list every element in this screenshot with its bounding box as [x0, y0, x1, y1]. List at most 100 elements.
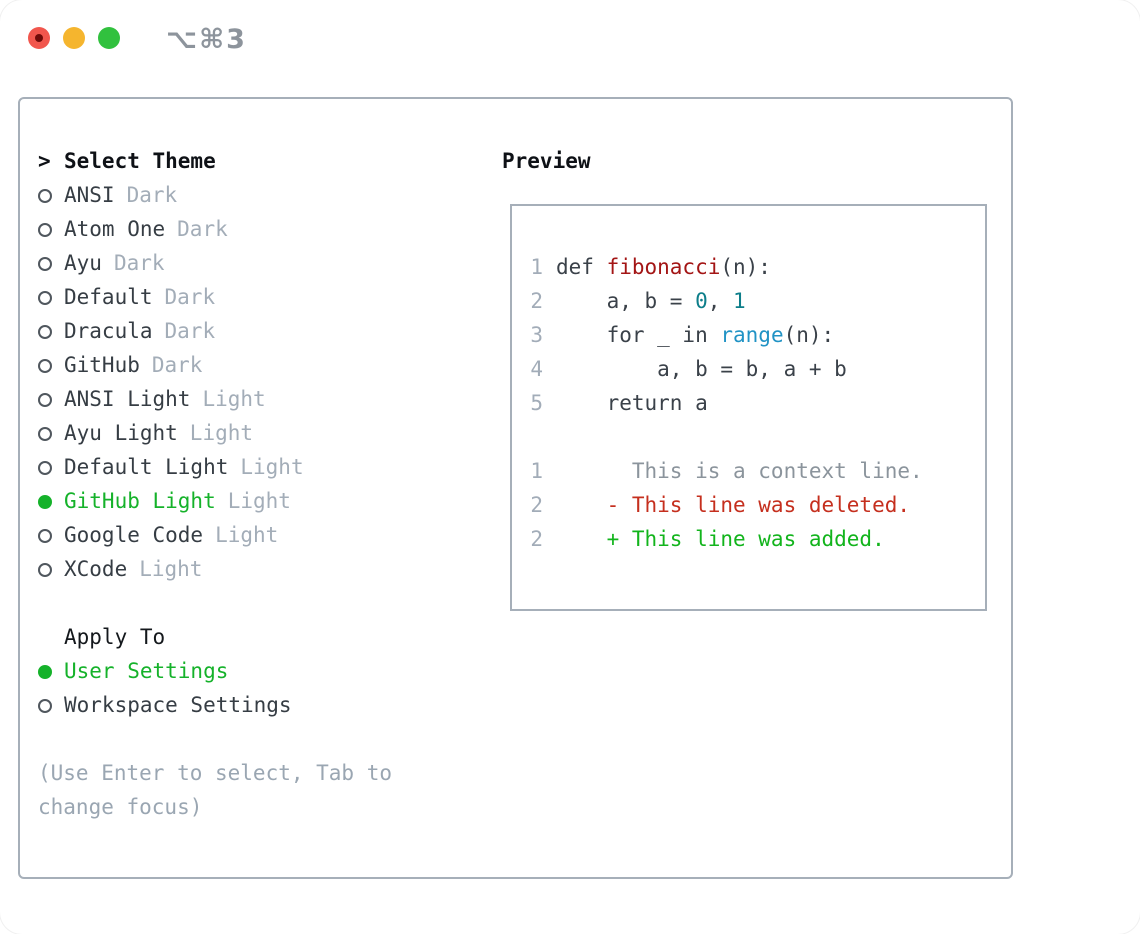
line-number: 3 [530, 323, 543, 347]
theme-variant: Dark [164, 285, 216, 309]
theme-item-default[interactable]: Default Dark [38, 280, 406, 314]
select-theme-header: > Select Theme [38, 144, 406, 178]
code-token: fibonacci [606, 255, 721, 279]
radio-icon [38, 280, 64, 314]
radio-icon [38, 450, 64, 484]
theme-item-google-code[interactable]: Google Code Light [38, 518, 406, 552]
code-line: 2 a, b = 0, 1 [530, 284, 971, 318]
code-token: This is a context line. [556, 459, 923, 483]
theme-item-xcode[interactable]: XCode Light [38, 552, 406, 586]
theme-name: ANSI Light [64, 387, 191, 411]
prompt-icon: > [38, 149, 51, 173]
apply-option-user-settings[interactable]: User Settings [38, 654, 406, 688]
apply-option-label: User Settings [64, 659, 229, 683]
radio-icon [38, 382, 64, 416]
radio-icon [38, 348, 64, 382]
theme-item-ayu[interactable]: Ayu Dark [38, 246, 406, 280]
theme-item-ansi-light[interactable]: ANSI Light Light [38, 382, 406, 416]
radio-icon [38, 178, 64, 212]
maximize-button[interactable] [98, 27, 120, 49]
line-number: 1 [530, 459, 543, 483]
code-token: for _ in [556, 323, 721, 347]
radio-selected-icon [38, 654, 64, 688]
theme-name: XCode [64, 557, 128, 581]
radio-icon [38, 688, 64, 722]
select-theme-title: Select Theme [64, 149, 216, 173]
code-token: def [556, 255, 607, 279]
theme-variant: Dark [113, 251, 165, 275]
theme-variant: Light [227, 489, 291, 513]
hint-text: (Use Enter to select, Tab to change focu… [38, 761, 393, 819]
theme-name: Default [64, 285, 153, 309]
theme-variant: Dark [151, 353, 203, 377]
theme-variant: Light [139, 557, 203, 581]
minimize-button[interactable] [63, 27, 85, 49]
apply-to-title: Apply To [64, 625, 166, 649]
close-button-dot [35, 34, 43, 42]
theme-variant: Light [202, 387, 266, 411]
theme-item-github-light[interactable]: GitHub Light Light [38, 484, 406, 518]
code-token: range [720, 323, 784, 347]
theme-variant: Light [240, 455, 304, 479]
theme-name: Google Code [64, 523, 204, 547]
theme-name: Dracula [64, 319, 153, 343]
theme-name: GitHub [64, 353, 140, 377]
theme-name: Ayu Light [64, 421, 178, 445]
radio-icon [38, 518, 64, 552]
preview-title: Preview [502, 149, 591, 173]
theme-variant: Dark [177, 217, 228, 241]
spacer [38, 722, 406, 756]
apply-option-workspace-settings[interactable]: Workspace Settings [38, 688, 406, 722]
window-shortcut-label: ⌥⌘3 [166, 24, 247, 55]
theme-name: Atom One [64, 217, 166, 241]
titlebar: ⌥⌘3 [0, 0, 1140, 97]
radio-icon [38, 416, 64, 450]
radio-icon [38, 212, 64, 246]
code-token: return a [556, 391, 708, 415]
apply-option-label: Workspace Settings [64, 693, 292, 717]
code-token: - This line was deleted. [556, 493, 911, 517]
theme-variant: Light [215, 523, 279, 547]
line-number: 4 [530, 357, 543, 381]
radio-icon [38, 314, 64, 348]
code-line: 5 return a [530, 386, 971, 420]
apply-to-header: Apply To [38, 620, 406, 654]
radio-icon [38, 552, 64, 586]
code-token: (n): [720, 255, 771, 279]
code-line: 1 This is a context line. [530, 454, 971, 488]
spacer [38, 586, 406, 620]
theme-variant: Dark [126, 183, 178, 207]
code-token: a, b = [556, 289, 696, 313]
code-line: 3 for _ in range(n): [530, 318, 971, 352]
theme-item-default-light[interactable]: Default Light Light [38, 450, 406, 484]
theme-name: ANSI [64, 183, 115, 207]
code-line: 4 a, b = b, a + b [530, 352, 971, 386]
code-token: + This line was added. [556, 527, 885, 551]
code-line: 2 - This line was deleted. [530, 488, 971, 522]
theme-item-ansi[interactable]: ANSI Dark [38, 178, 406, 212]
theme-item-github[interactable]: GitHub Dark [38, 348, 406, 382]
line-number: 2 [530, 289, 543, 313]
code-token: 1 [733, 289, 746, 313]
code-token: (n): [783, 323, 835, 347]
line-number: 2 [530, 493, 543, 517]
theme-name: GitHub Light [64, 489, 216, 513]
theme-item-atom-one[interactable]: Atom One Dark [38, 212, 406, 246]
code-line [530, 420, 971, 454]
theme-name: Default Light [64, 455, 229, 479]
code-line: 2 + This line was added. [530, 522, 971, 556]
code-token: , [707, 289, 734, 313]
theme-name: Ayu [64, 251, 102, 275]
radio-icon [38, 246, 64, 280]
code-token: 0 [695, 289, 708, 313]
close-button[interactable] [28, 27, 50, 49]
